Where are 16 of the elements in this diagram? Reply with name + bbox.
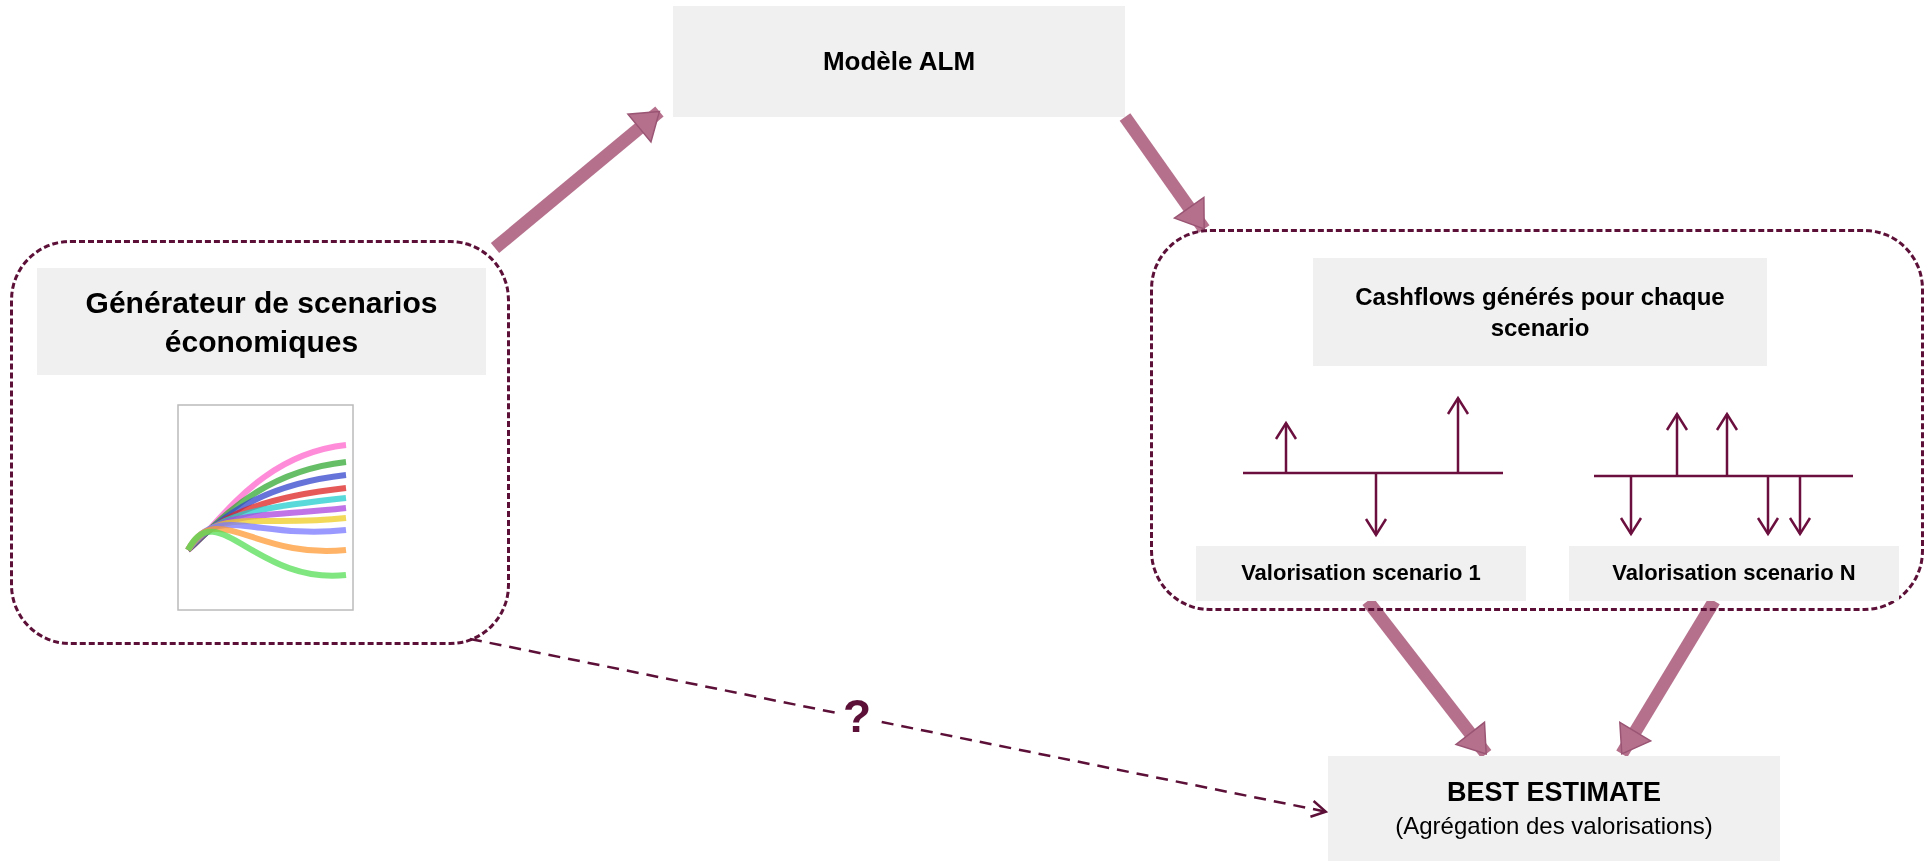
dashed-group-frame (1150, 229, 1924, 611)
box-label: BEST ESTIMATE (1446, 776, 1662, 810)
process-box (1328, 756, 1780, 861)
dashed-group-frame (10, 240, 510, 645)
arrow (469, 637, 1327, 818)
process-box (1196, 546, 1526, 601)
box-label: Générateur de scenarios économiques (84, 284, 439, 360)
box-label: Cashflows générés pour chaque scenario (1354, 281, 1726, 343)
box-label: Valorisation scenario N (1611, 559, 1857, 588)
block-arrow (1119, 113, 1210, 233)
box-label: Modèle ALM (821, 44, 977, 78)
box-sublabel: (Agrégation des valorisations) (1394, 811, 1714, 842)
box-label: Valorisation scenario 1 (1240, 559, 1482, 588)
block-arrow (490, 106, 664, 254)
process-box (1569, 546, 1899, 601)
process-box (673, 6, 1125, 117)
